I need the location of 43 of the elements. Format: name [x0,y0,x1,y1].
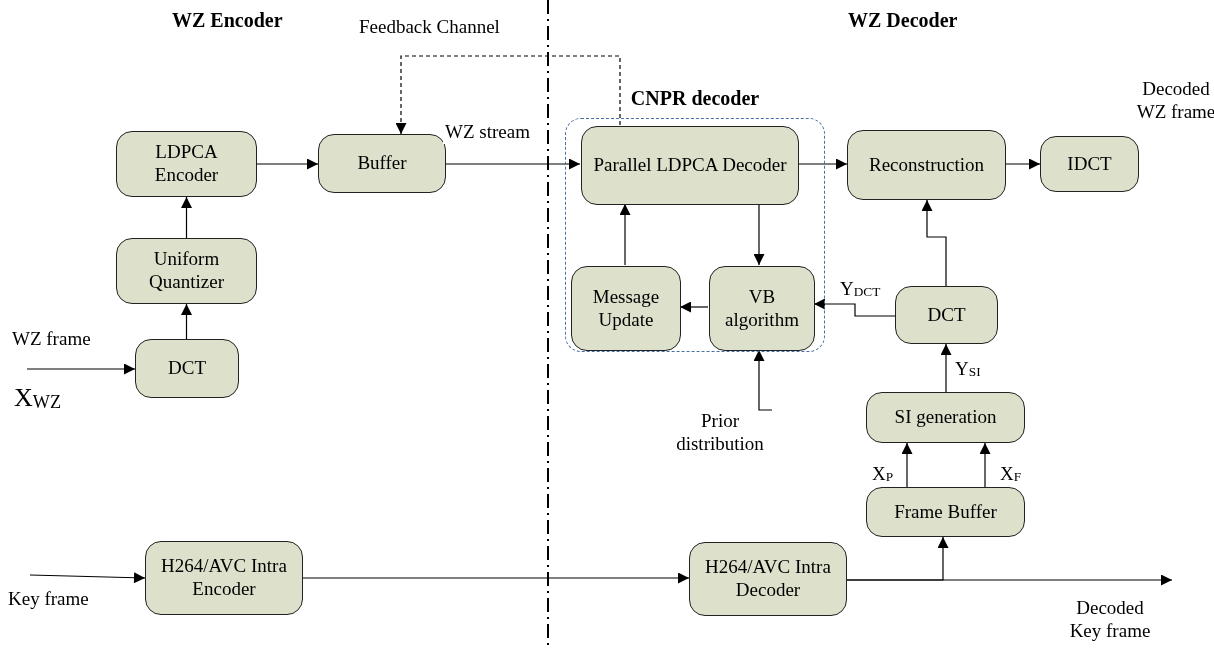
arrow [940,343,952,393]
arrow [753,349,773,411]
arrow [813,298,896,317]
arrow [846,574,1173,586]
arrow [619,203,631,266]
arrow [1005,158,1041,170]
process-box: DCT [135,339,239,398]
process-box: H264/AVC Intra Decoder [689,542,847,616]
arrow [901,442,913,488]
arrow [302,572,690,584]
section-heading: WZ Encoder [172,8,283,32]
process-box: SI generation [866,392,1025,443]
arrow [679,301,709,313]
annotation: Decoded WZ frame [1135,78,1214,124]
arrow [395,55,621,135]
process-box: Uniform Quantizer [116,238,257,304]
process-box: DCT [895,286,998,344]
annotation: X$_{WZ}$ [14,382,62,414]
arrow [753,203,765,266]
process-box: H264/AVC Intra Encoder [145,541,303,615]
process-box: Parallel LDPCA Decoder [581,126,799,205]
process-box: IDCT [1040,136,1139,192]
process-box: Frame Buffer [866,487,1025,537]
arrow [256,158,319,170]
group-heading: CNPR decoder [629,87,761,110]
arrow [445,158,581,170]
arrow [921,199,947,287]
input-label: Prior distribution [668,400,772,466]
arrow [181,196,192,239]
annotation: Decoded Key frame [1068,597,1152,643]
process-box: Reconstruction [847,130,1006,200]
arrow [797,158,848,170]
process-box: Buffer [318,134,446,193]
arrow [29,572,146,584]
annotation: Key frame [8,588,89,611]
section-heading: WZ Decoder [848,8,958,32]
arrow [26,363,136,375]
process-box: Message Update [571,266,681,351]
arrow [181,303,192,340]
process-box: LDPCA Encoder [116,131,257,197]
annotation: WZ frame [12,328,91,351]
arrow [979,442,991,488]
process-box: VB algorithm [709,266,815,351]
